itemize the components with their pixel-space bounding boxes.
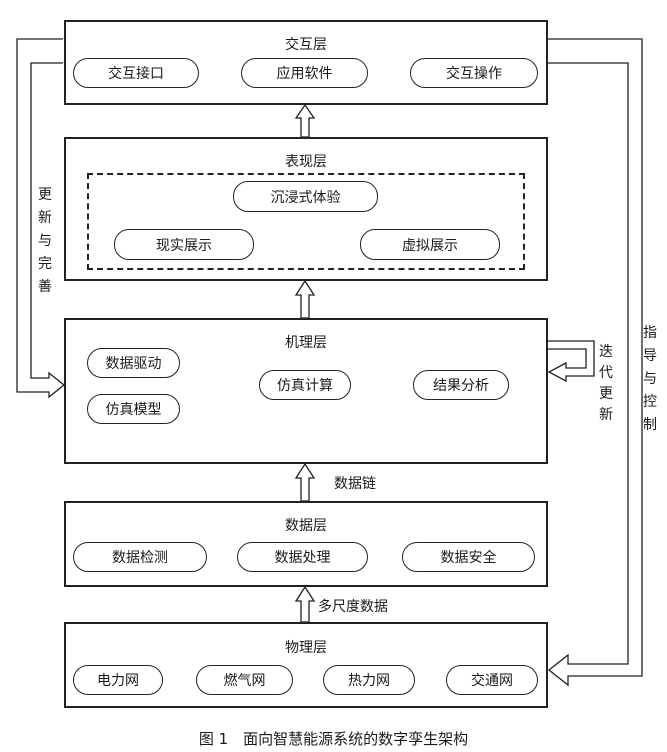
- block-arrow-physical-to-data: [294, 585, 316, 623]
- node-data-security: 数据安全: [402, 542, 535, 572]
- node-heat-grid: 热力网: [323, 665, 415, 695]
- label-update-char-4: 完: [38, 256, 52, 272]
- label-update-char-3: 与: [38, 233, 52, 249]
- figure-caption: 图 1 面向智慧能源系统的数字孪生架构: [198, 730, 469, 748]
- node-real-display: 现实展示: [114, 229, 254, 260]
- node-result-analysis: 结果分析: [413, 370, 509, 400]
- label-iterate-char-2: 代: [599, 365, 613, 381]
- label-iterate-char-4: 新: [599, 407, 613, 423]
- label-iterate-char-1: 迭: [599, 344, 613, 360]
- node-data-processing: 数据处理: [237, 542, 368, 572]
- block-arrow-data-to-mechanism: [294, 462, 316, 502]
- node-traffic-grid: 交通网: [446, 665, 538, 695]
- block-arrow-presentation-to-interaction: [294, 103, 316, 138]
- label-guide-control: 指 导 与 控 制: [641, 322, 659, 437]
- node-application-software: 应用软件: [241, 58, 368, 88]
- presentation-dashed-group: [87, 173, 525, 270]
- block-arrow-mechanism-to-presentation: [294, 279, 316, 319]
- node-power-grid: 电力网: [73, 665, 163, 695]
- label-guide-char-5: 制: [643, 417, 657, 433]
- node-immersive-experience: 沉浸式体验: [233, 181, 378, 212]
- presentation-layer-title: 表现层: [285, 154, 327, 170]
- node-gas-grid: 燃气网: [196, 665, 293, 695]
- label-guide-char-2: 导: [643, 348, 657, 364]
- node-data-detection: 数据检测: [73, 542, 207, 572]
- label-multiscale-data: 多尺度数据: [318, 599, 388, 615]
- label-guide-char-4: 控: [643, 394, 657, 410]
- data-layer-title: 数据层: [285, 518, 327, 534]
- label-iterate-char-3: 更: [599, 386, 613, 402]
- label-update-improve: 更 新 与 完 善: [36, 184, 54, 299]
- node-interaction-operation: 交互操作: [410, 58, 538, 88]
- label-guide-char-3: 与: [643, 371, 657, 387]
- label-update-char-2: 新: [38, 210, 52, 226]
- label-guide-char-1: 指: [643, 325, 657, 341]
- label-update-char-5: 善: [38, 279, 52, 295]
- right-control-arrow: [547, 38, 643, 687]
- label-iterate-update: 迭 代 更 新: [597, 342, 615, 426]
- node-interaction-interface: 交互接口: [73, 58, 199, 88]
- label-update-char-1: 更: [38, 187, 52, 203]
- node-simulation-compute: 仿真计算: [259, 370, 351, 400]
- iterate-loop-arrow: [547, 340, 595, 383]
- node-simulation-model: 仿真模型: [87, 394, 180, 424]
- label-data-chain: 数据链: [334, 476, 376, 492]
- physical-layer-title: 物理层: [285, 640, 327, 656]
- interaction-layer-title: 交互层: [285, 37, 327, 53]
- mechanism-layer-title: 机理层: [285, 335, 327, 351]
- node-data-driven: 数据驱动: [87, 348, 180, 378]
- node-virtual-display: 虚拟展示: [360, 229, 500, 260]
